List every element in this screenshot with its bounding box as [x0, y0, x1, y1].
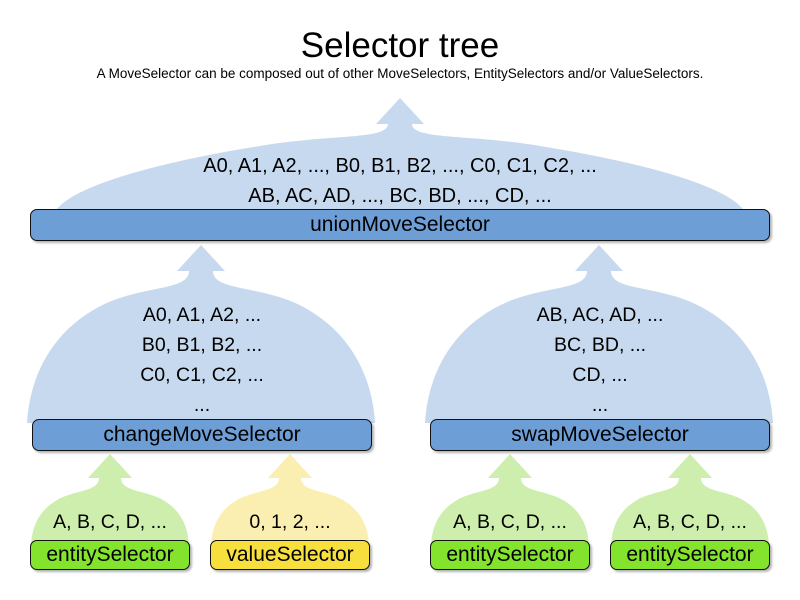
value-selector-box[interactable]: valueSelector [210, 540, 370, 570]
entity-selector-change-arrow-shape [31, 454, 189, 545]
union-move-selector-label: unionMoveSelector [310, 213, 490, 236]
union-move-selector-contents: A0, A1, A2, ..., B0, B1, B2, ..., C0, C1… [203, 155, 597, 207]
swap-move-selector-box[interactable]: swapMoveSelector [430, 419, 770, 451]
entity-selector-swap-left-arrow-shape [431, 454, 589, 545]
entity-selector-change-contents: A, B, C, D, ... [53, 511, 167, 533]
value-selector-contents: 0, 1, 2, ... [249, 511, 331, 533]
entity-selector-swap-right-label: entitySelector [626, 543, 754, 566]
entity-selector-change-box[interactable]: entitySelector [30, 540, 190, 570]
entity-selector-swap-left-contents: A, B, C, D, ... [453, 511, 567, 533]
entity-selector-swap-right-contents: A, B, C, D, ... [633, 511, 747, 533]
page-subtitle: A MoveSelector can be composed out of ot… [96, 66, 704, 81]
swap-move-selector-contents: AB, AC, AD, ... BC, BD, ... CD, ... ... [536, 304, 664, 416]
entity-selector-swap-left-box[interactable]: entitySelector [430, 540, 590, 570]
entity-selector-swap-right-box[interactable]: entitySelector [610, 540, 770, 570]
entity-selector-change-label: entitySelector [46, 543, 174, 566]
union-move-selector-box[interactable]: unionMoveSelector [30, 209, 770, 241]
union-move-selector-arrow-shape [55, 98, 745, 212]
entity-selector-swap-left-label: entitySelector [446, 543, 574, 566]
value-selector-arrow-shape [211, 454, 369, 545]
swap-move-selector-arrow-shape [425, 245, 773, 423]
change-move-selector-box[interactable]: changeMoveSelector [32, 419, 372, 451]
entity-selector-swap-right-arrow-shape [611, 454, 769, 545]
change-move-selector-label: changeMoveSelector [103, 423, 301, 446]
page-title: Selector tree [300, 26, 500, 65]
change-move-selector-arrow-shape [27, 245, 375, 423]
change-move-selector-contents: A0, A1, A2, ... B0, B1, B2, ... C0, C1, … [140, 304, 264, 416]
value-selector-label: valueSelector [226, 543, 354, 566]
swap-move-selector-label: swapMoveSelector [511, 423, 689, 446]
